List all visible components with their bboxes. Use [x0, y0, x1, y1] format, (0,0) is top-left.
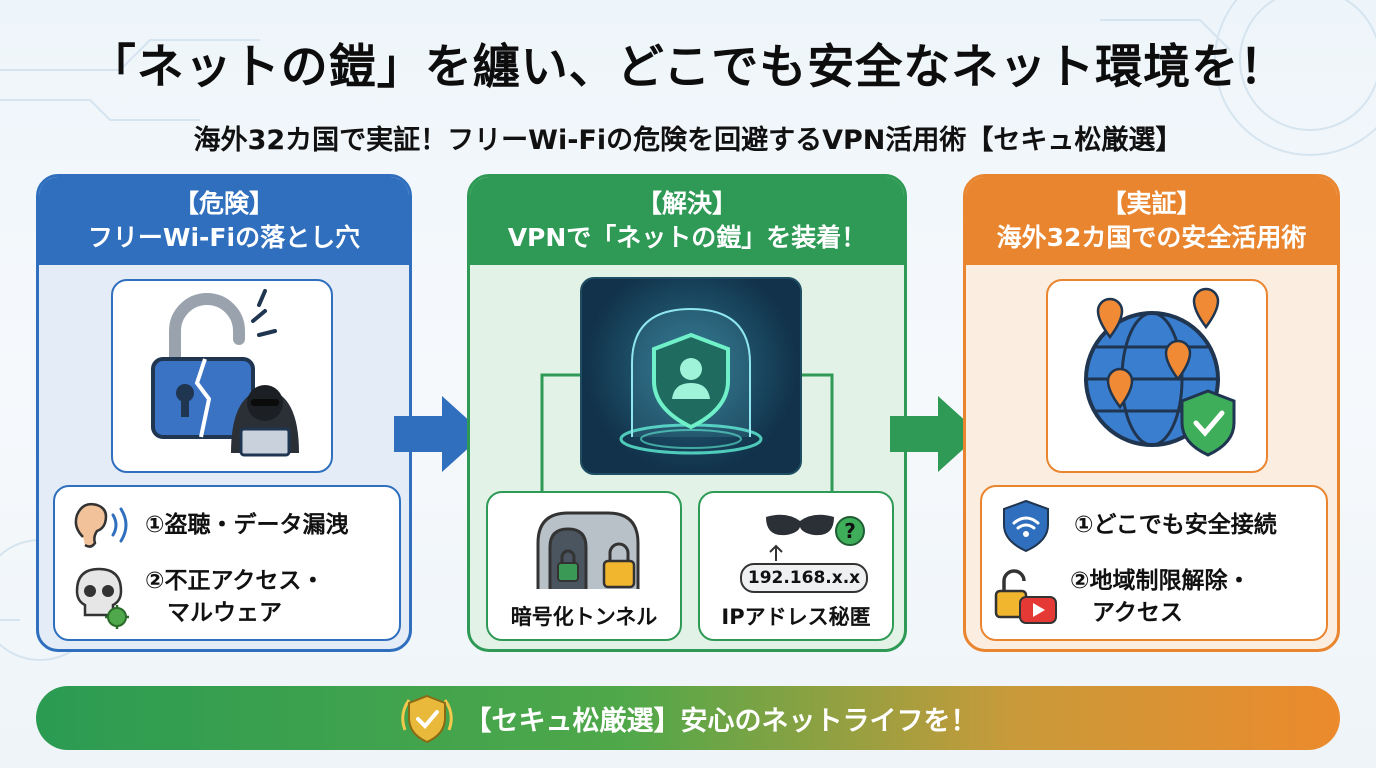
mask-icon [766, 514, 834, 536]
unlocked-padlock-icon [994, 569, 1057, 624]
danger-item2-line1: ②不正アクセス・ [145, 568, 325, 594]
ip-address-text: 192.168.x.x [747, 568, 861, 588]
broken-padlock-icon [151, 289, 277, 439]
page-subtitle: 海外32カ国で実証！フリーWi-Fiの危険を回避するVPN活用術【セキュ松厳選】 [193, 125, 1183, 156]
bottom-banner: 【セキュ松厳選】安心のネットライフを！ [36, 686, 1340, 750]
question-icon: ? [835, 516, 865, 546]
proof-heading-tag: 【実証】 [1101, 189, 1202, 218]
shield-user-icon [619, 307, 763, 455]
proof-heading-title: 海外32カ国での安全活用術 [996, 223, 1307, 252]
solution-heading-title: VPNで「ネットの鎧」を装着！ [507, 223, 867, 252]
banner-text: 【セキュ松厳選】安心のネットライフを！ [464, 705, 978, 737]
ip-address-pill: 192.168.x.x [740, 563, 868, 593]
gold-shield-icon [400, 694, 453, 744]
danger-heading-title: フリーWi-Fiの落とし穴 [87, 223, 361, 252]
danger-list-card: ①盗聴・データ漏洩 ②不正アクセス・ マルウェア [53, 485, 401, 641]
arrow-right-icon-2 [890, 396, 980, 472]
proof-item2-line2: アクセス [1092, 600, 1183, 626]
video-play-icon [1019, 596, 1057, 624]
danger-illustration-card [111, 279, 333, 473]
solution-heading-tag: 【解決】 [636, 189, 737, 218]
hacker-laptop-icon [231, 385, 299, 457]
virus-icon [105, 605, 129, 629]
connector-lines [540, 373, 834, 495]
proof-panel-header: 【実証】 海外32カ国での安全活用術 [966, 177, 1337, 265]
danger-item2-line2: マルウェア [167, 600, 282, 626]
encrypted-tunnel-card: 暗号化トンネル [486, 491, 682, 641]
danger-panel: 【危険】 フリーWi-Fiの落とし穴 ①盗聴 [36, 174, 412, 652]
ip-label: IPアドレス秘匿 [721, 605, 871, 629]
page-title: 「ネットの鎧」を纏い、どこでも安全なネット環境を！ [88, 40, 1288, 95]
proof-item2-line1: ②地域制限解除・ [1070, 568, 1251, 594]
danger-item-malware: ②不正アクセス・ マルウェア [69, 565, 324, 631]
arrow-right-icon-1 [394, 396, 484, 472]
svg-text:?: ? [844, 519, 856, 543]
proof-list-card: ①どこでも安全接続 ②地域制限解除・ アクセス [980, 485, 1328, 641]
skull-icon [75, 567, 129, 629]
tunnel-label: 暗号化トンネル [510, 605, 658, 629]
ear-icon [74, 502, 128, 548]
ip-hide-card: ? 192.168.x.x IPアドレス秘匿 [698, 491, 894, 641]
danger-item1-text: ①盗聴・データ漏洩 [145, 512, 349, 538]
shield-check-icon [1180, 389, 1236, 457]
proof-panel: 【実証】 海外32カ国での安全活用術 [963, 174, 1340, 652]
danger-heading-tag: 【危険】 [173, 189, 274, 218]
wifi-shield-icon [1003, 499, 1049, 553]
danger-item-eavesdrop: ①盗聴・データ漏洩 [69, 497, 348, 553]
arrow-up-icon [769, 544, 783, 561]
danger-panel-header: 【危険】 フリーWi-Fiの落とし穴 [39, 177, 409, 265]
padlock-icon [557, 542, 636, 589]
solution-panel: 【解決】 VPNで「ネットの鎧」を装着！ 暗号化ト [467, 174, 907, 652]
solution-panel-header: 【解決】 VPNで「ネットの鎧」を装着！ [470, 177, 904, 265]
proof-item-geo-unblock: ②地域制限解除・ アクセス [992, 565, 1250, 629]
vpn-shield-card [580, 277, 802, 475]
proof-illustration-card [1046, 279, 1268, 473]
proof-item1-text: ①どこでも安全接続 [1074, 512, 1277, 538]
proof-item-safe-connect: ①どこでも安全接続 [998, 497, 1277, 553]
